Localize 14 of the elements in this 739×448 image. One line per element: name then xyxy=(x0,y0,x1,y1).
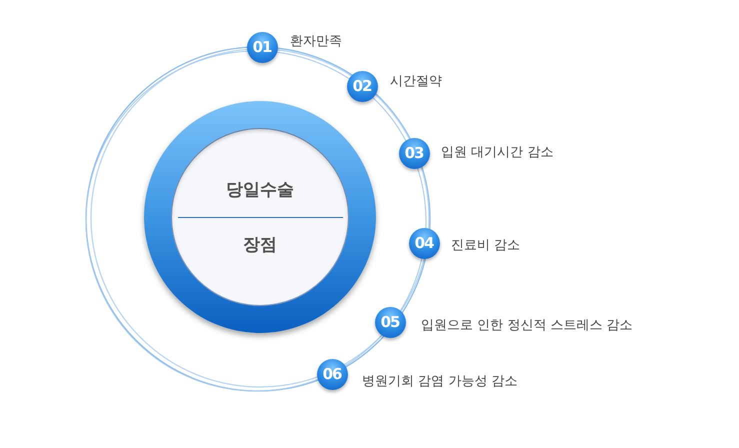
benefit-label: 병원기회 감염 가능성 감소 xyxy=(362,374,518,390)
benefit-label: 시간절약 xyxy=(390,74,442,90)
number-badge: 03 xyxy=(398,138,430,168)
benefit-label: 환자만족 xyxy=(290,34,342,50)
center-title: 당일수술 xyxy=(226,178,294,200)
number-badge: 01 xyxy=(246,32,278,62)
center-subtitle: 장점 xyxy=(243,234,277,256)
number-badge: 04 xyxy=(408,228,440,258)
number-badge: 06 xyxy=(316,358,348,390)
benefit-label: 입원으로 인한 정신적 스트레스 감소 xyxy=(421,318,633,334)
benefit-label: 진료비 감소 xyxy=(451,238,520,254)
number-badge: 02 xyxy=(346,70,378,102)
benefit-label: 입원 대기시간 감소 xyxy=(441,145,554,161)
number-badge: 05 xyxy=(374,306,406,338)
